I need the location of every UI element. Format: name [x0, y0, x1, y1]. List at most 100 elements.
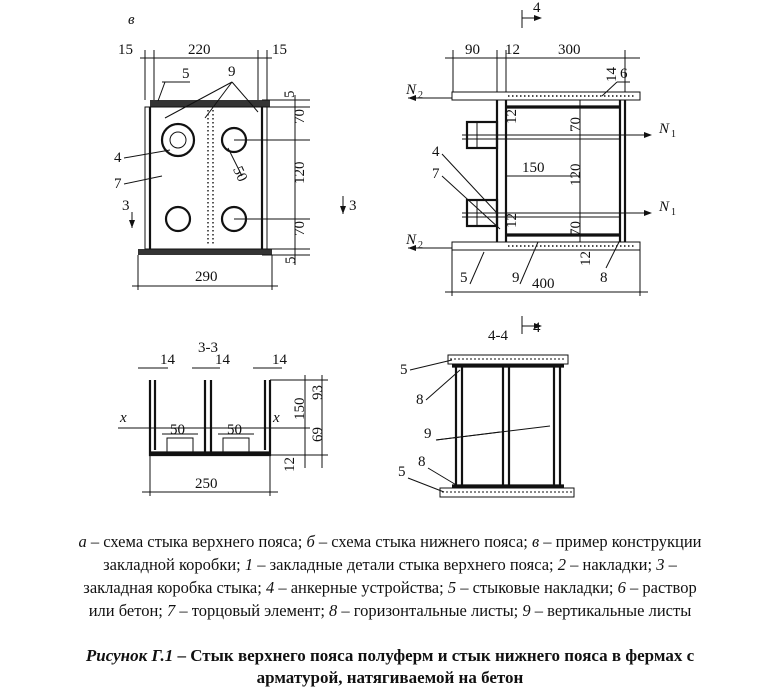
caption-segment: 2 — [557, 555, 567, 574]
dim-c-hole: 50 — [229, 164, 250, 184]
figure-caption: а – схема стыка верхнего пояса; б – схем… — [0, 530, 780, 622]
label-d-7: 7 — [432, 166, 440, 182]
caption-segment: – накладки; — [566, 555, 657, 574]
caption-segment: или бетон; — [88, 601, 168, 620]
figure-title-line1: – Стык верхнего пояса полуферм и стык ни… — [173, 646, 695, 665]
label-44-8-bottom: 8 — [418, 454, 426, 470]
dim-c-right-5: 5 — [283, 257, 299, 265]
caption-segment: 3 — [656, 555, 665, 574]
dim-33-right-69: 69 — [310, 427, 326, 442]
force-n2-bottom-sub: 2 — [418, 240, 423, 251]
axis-x-right: x — [272, 410, 280, 426]
caption-segment: 6 — [617, 578, 626, 597]
dim-c-top-mid: 220 — [188, 42, 211, 58]
dim-33-right-12: 12 — [282, 457, 298, 472]
force-n1-bottom: N — [658, 199, 670, 215]
dim-d-bottom-right: 12 — [578, 251, 594, 266]
label-c-3-right: 3 — [349, 198, 357, 214]
caption-segment: в — [532, 532, 540, 551]
force-n1-bottom-sub: 1 — [671, 207, 676, 218]
axis-x-left: x — [119, 410, 127, 426]
caption-segment: 1 — [244, 555, 254, 574]
label-44-9: 9 — [424, 426, 432, 442]
section-4-4: 4-4 5 8 9 5 8 — [398, 328, 575, 498]
caption-segment: 9 — [522, 601, 531, 620]
force-n1-top-sub: 1 — [671, 129, 676, 140]
label-44-5-top: 5 — [400, 362, 408, 378]
dim-33-right-93: 93 — [310, 385, 326, 400]
caption-segment: – схема стыка нижнего пояса; — [314, 532, 532, 551]
caption-segment: 7 — [167, 601, 176, 620]
dim-33-bottom-2: 50 — [227, 422, 242, 438]
caption-segment: б — [306, 532, 315, 551]
figure-title: Рисунок Г.1 – Стык верхнего пояса полуфе… — [0, 645, 780, 689]
dim-c-right-2: 70 — [292, 109, 308, 124]
force-n2-top-sub: 2 — [418, 90, 423, 101]
figure-title-line2: арматурой, натягиваемой на бетон — [256, 668, 524, 687]
section-44-title: 4-4 — [488, 328, 508, 344]
label-d-5: 5 — [460, 270, 468, 286]
caption-segment: 5 — [447, 578, 457, 597]
label-c-7: 7 — [114, 176, 122, 192]
dim-33-top-2: 14 — [215, 352, 231, 368]
caption-line: закладной коробки; 1 – закладные детали … — [0, 553, 780, 576]
force-n2-top: N — [405, 82, 417, 98]
section-33-title: 3-3 — [198, 340, 218, 356]
label-d-9: 9 — [512, 270, 520, 286]
dim-d-right-1: 70 — [568, 117, 584, 132]
caption-segment: а — [78, 532, 87, 551]
label-c-9: 9 — [228, 64, 236, 80]
caption-segment: – — [664, 555, 677, 574]
figure-title-label: Рисунок Г.1 — [85, 646, 174, 665]
section-3-3: 3-3 14 14 14 x x 50 50 150 93 69 12 — [118, 340, 328, 496]
label-d-8: 8 — [600, 270, 608, 286]
dim-d-left-12b: 12 — [504, 213, 520, 228]
dim-c-right-4: 70 — [292, 221, 308, 236]
dim-d-top-2: 12 — [505, 42, 520, 58]
dim-d-right-2: 120 — [568, 164, 584, 187]
force-n2-bottom: N — [405, 232, 417, 248]
caption-segment: закладной коробки; — [103, 555, 245, 574]
caption-segment: 8 — [329, 601, 338, 620]
label-d-6: 6 — [620, 66, 628, 82]
dim-c-bottom: 290 — [195, 269, 218, 285]
caption-segment: – горизонтальные листы; — [337, 601, 523, 620]
label-c-4: 4 — [114, 150, 122, 166]
caption-segment: закладная коробка стыка; — [83, 578, 266, 597]
dim-33-right-150: 150 — [292, 398, 308, 421]
dim-d-mid: 150 — [522, 160, 545, 176]
dim-d-top-3: 300 — [558, 42, 581, 58]
caption-segment: – анкерные устройства; — [274, 578, 448, 597]
dim-d-left-12a: 12 — [504, 109, 520, 124]
dim-33-top-1: 14 — [160, 352, 176, 368]
section-mark-4-top: 4 — [533, 0, 541, 16]
caption-segment: – закладные детали стыка верхнего пояса; — [253, 555, 558, 574]
dim-d-top-1: 90 — [465, 42, 480, 58]
caption-segment: – вертикальные листы — [530, 601, 692, 620]
section-mark-4-bottom: 4 — [533, 320, 541, 336]
dim-33-bottom: 250 — [195, 476, 218, 492]
technical-drawing: в 15 220 15 50 290 — [114, 0, 676, 498]
label-c-3-left: 3 — [122, 198, 130, 214]
caption-segment: – схема стыка верхнего пояса; — [86, 532, 307, 551]
dim-c-right-1: 5 — [282, 91, 298, 99]
label-44-5-bottom: 5 — [398, 464, 406, 480]
caption-line: а – схема стыка верхнего пояса; б – схем… — [0, 530, 780, 553]
force-n1-top: N — [658, 121, 670, 137]
caption-segment: – раствор — [625, 578, 697, 597]
dim-c-right-3: 120 — [292, 162, 308, 185]
label-d-4: 4 — [432, 144, 440, 160]
caption-segment: – торцовый элемент; — [175, 601, 330, 620]
view-c: в 15 220 15 50 290 — [114, 12, 357, 290]
label-44-8-top: 8 — [416, 392, 424, 408]
dim-d-bottom: 400 — [532, 276, 555, 292]
label-c-5: 5 — [182, 66, 190, 82]
dim-d-right-3: 70 — [568, 221, 584, 236]
dim-c-top-left: 15 — [118, 42, 133, 58]
caption-segment: 4 — [265, 578, 275, 597]
caption-segment: – пример конструкции — [539, 532, 702, 551]
caption-line: или бетон; 7 – торцовый элемент; 8 – гор… — [0, 599, 780, 622]
view-d: 4 90 12 300 14 N 2 — [405, 0, 676, 336]
dim-33-bottom-1: 50 — [170, 422, 185, 438]
dim-33-top-3: 14 — [272, 352, 288, 368]
